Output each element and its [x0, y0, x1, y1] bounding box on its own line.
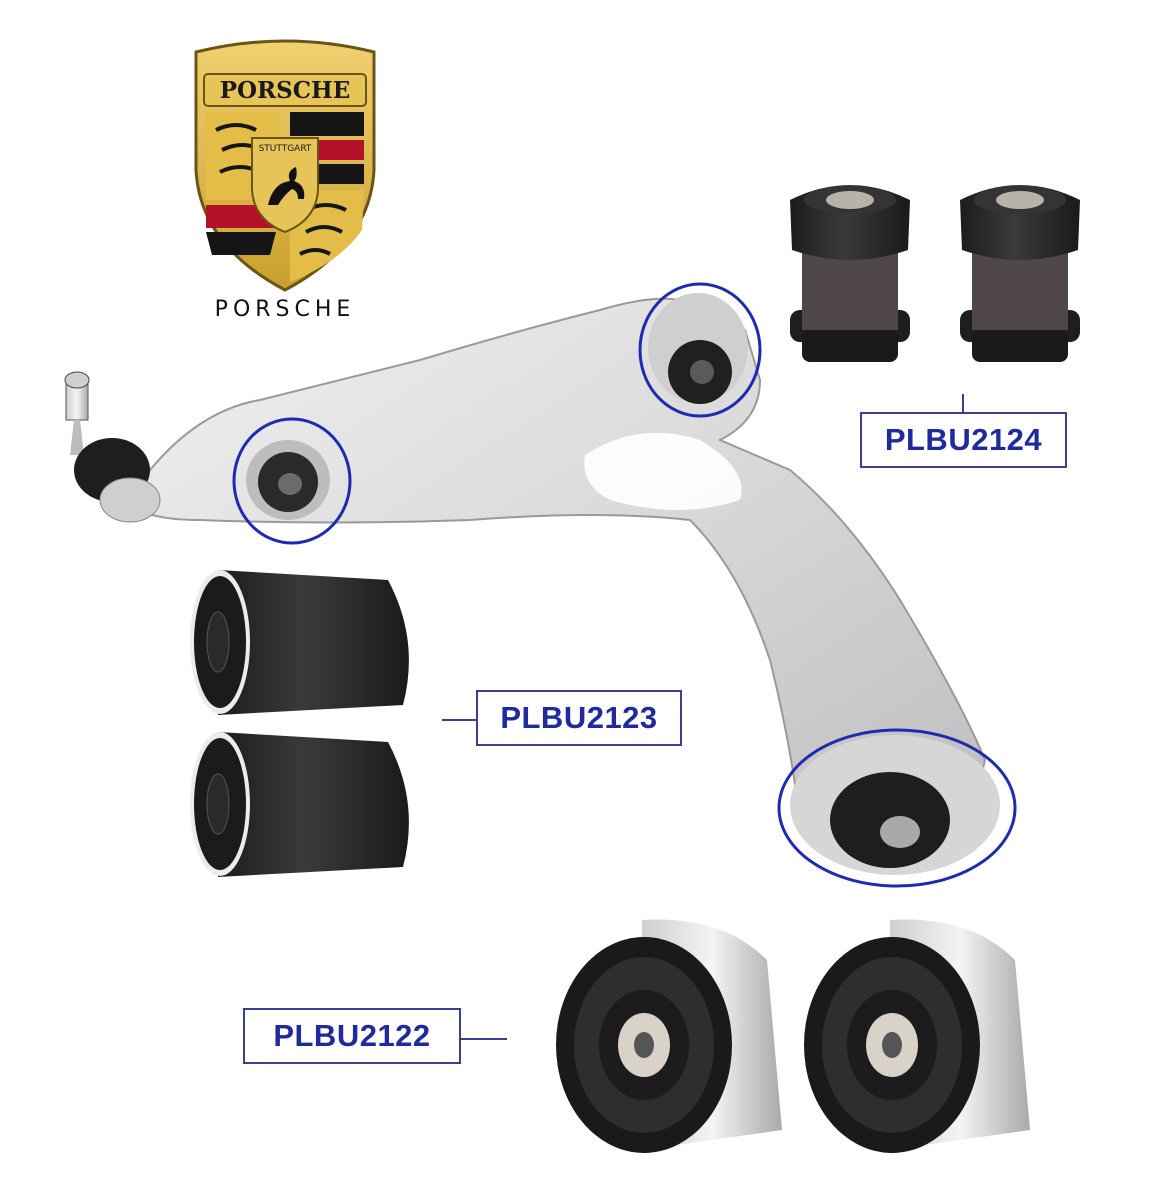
porsche-crest-logo: PORSCHE STUTTGART — [194, 39, 376, 292]
highlight-circle-upper — [638, 282, 762, 418]
control-arm — [64, 293, 1000, 875]
crest-center-text: STUTTGART — [259, 144, 312, 154]
leader-line-rear — [461, 1038, 507, 1040]
bushing-pair-rear — [556, 919, 1030, 1153]
part-number-upper: PLBU2124 — [884, 422, 1043, 457]
label-box-rear: PLBU2122 — [243, 1008, 461, 1064]
label-box-upper: PLBU2124 — [860, 412, 1067, 468]
porsche-wordmark: PORSCHE — [215, 297, 356, 322]
label-box-front: PLBU2123 — [476, 690, 682, 746]
crest-top-text: PORSCHE — [220, 77, 351, 104]
bushing-pair-front — [190, 570, 409, 877]
leader-line-upper — [962, 394, 964, 412]
bushing-pair-upper — [790, 185, 1080, 362]
leader-line-front — [442, 719, 476, 721]
part-number-rear: PLBU2122 — [273, 1018, 431, 1053]
highlight-circle-rear — [777, 728, 1017, 888]
highlight-circle-front — [232, 417, 352, 545]
part-number-front: PLBU2123 — [500, 700, 658, 735]
